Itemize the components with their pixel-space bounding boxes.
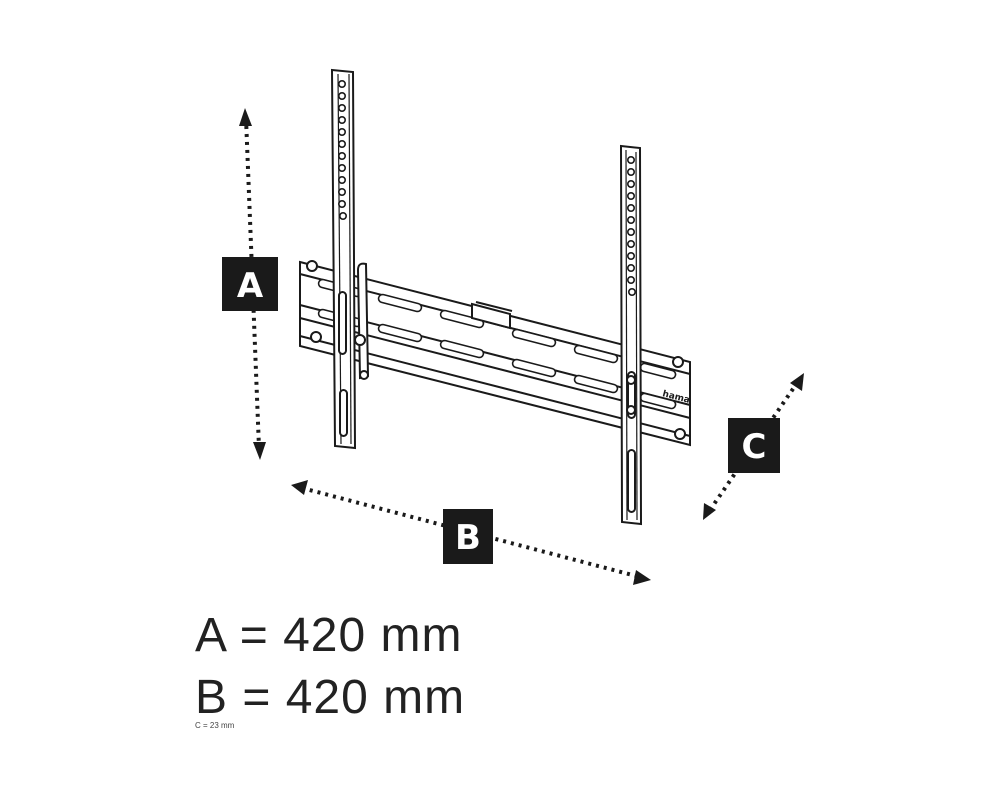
mounting-arm-right <box>619 144 643 526</box>
label-b: B <box>443 509 493 564</box>
dimension-b-text: B = 420 mm <box>195 671 466 724</box>
svg-text:C: C <box>742 427 767 467</box>
screw-right-top <box>672 356 684 368</box>
mounting-arm-left <box>330 68 370 450</box>
dimension-a-text: A = 420 mm <box>195 609 463 662</box>
label-c: C <box>728 418 780 473</box>
screw-left-top <box>306 260 318 272</box>
svg-text:B: B <box>455 518 481 558</box>
wall-plate-slots-lower <box>317 308 677 410</box>
svg-text:A: A <box>237 266 264 306</box>
screw-left-bottom <box>310 331 322 343</box>
dimension-arrow-b <box>291 480 651 585</box>
screw-right-bottom <box>674 428 686 440</box>
center-lock-block <box>471 302 511 330</box>
label-a: A <box>222 257 278 311</box>
dimension-arrow-c <box>703 373 804 520</box>
dimension-c-text: C = 23 mm <box>195 721 235 730</box>
dimension-arrow-a <box>239 108 266 460</box>
